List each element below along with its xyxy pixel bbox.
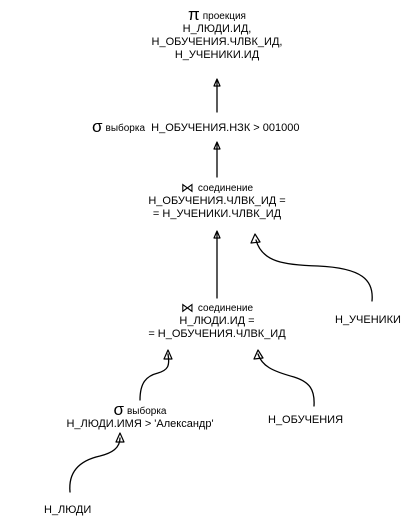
selection-top-symbol: σ [92, 117, 103, 136]
join-bottom-condition-2: = Н_ОБУЧЕНИЯ.ЧЛВК_ИД [148, 328, 286, 340]
join-bottom-condition-1: Н_ЛЮДИ.ИД = [179, 315, 255, 327]
join-top-condition-2: = Н_УЧЕНИКИ.ЧЛВК_ИД [152, 208, 282, 220]
table-students: Н_УЧЕНИКИ [335, 314, 401, 326]
projection-symbol: π [188, 5, 200, 24]
edge-join-bottom-to-join-top [213, 230, 221, 299]
table-people: Н_ЛЮДИ [44, 504, 92, 516]
projection-word: проекция [202, 11, 246, 22]
selection-top-word: выборка [105, 123, 146, 134]
edge-studies-to-join-bottom [253, 349, 315, 407]
edge-join-top-to-selection [213, 141, 221, 178]
join-top-node: ⋈соединение Н_ОБУЧЕНИЯ.ЧЛВК_ИД = = Н_УЧЕ… [117, 180, 317, 221]
edge-selection-to-join-bottom [139, 349, 173, 401]
table-studies: Н_ОБУЧЕНИЯ [268, 414, 344, 426]
edge-selection-to-projection [213, 78, 221, 113]
join-bottom-node: ⋈соединение Н_ЛЮДИ.ИД = = Н_ОБУЧЕНИЯ.ЧЛВ… [117, 300, 317, 341]
edge-students-to-join-top [250, 233, 373, 302]
projection-attr-2: Н_ОБУЧЕНИЯ.ЧЛВК_ИД, [151, 36, 283, 48]
selection-top-condition: Н_ОБУЧЕНИЯ.НЗК > 001000 [151, 122, 300, 134]
selection-bottom-word: выборка [126, 406, 167, 417]
join-top-condition-1: Н_ОБУЧЕНИЯ.ЧЛВК_ИД = [148, 195, 286, 207]
join-bottom-word: соединение [197, 303, 254, 314]
selection-bottom-symbol: σ [113, 400, 124, 419]
edge-people-to-selection-bottom [69, 432, 125, 493]
join-top-word: соединение [197, 183, 254, 194]
projection-attr-1: Н_ЛЮДИ.ИД, [182, 23, 252, 35]
projection-attr-3: Н_УЧЕНИКИ.ИД [174, 49, 260, 61]
join-bottom-symbol: ⋈ [180, 300, 194, 315]
selection-bottom-condition: Н_ЛЮДИ.ИМЯ > 'Александр' [66, 418, 214, 430]
join-top-symbol: ⋈ [180, 180, 194, 195]
